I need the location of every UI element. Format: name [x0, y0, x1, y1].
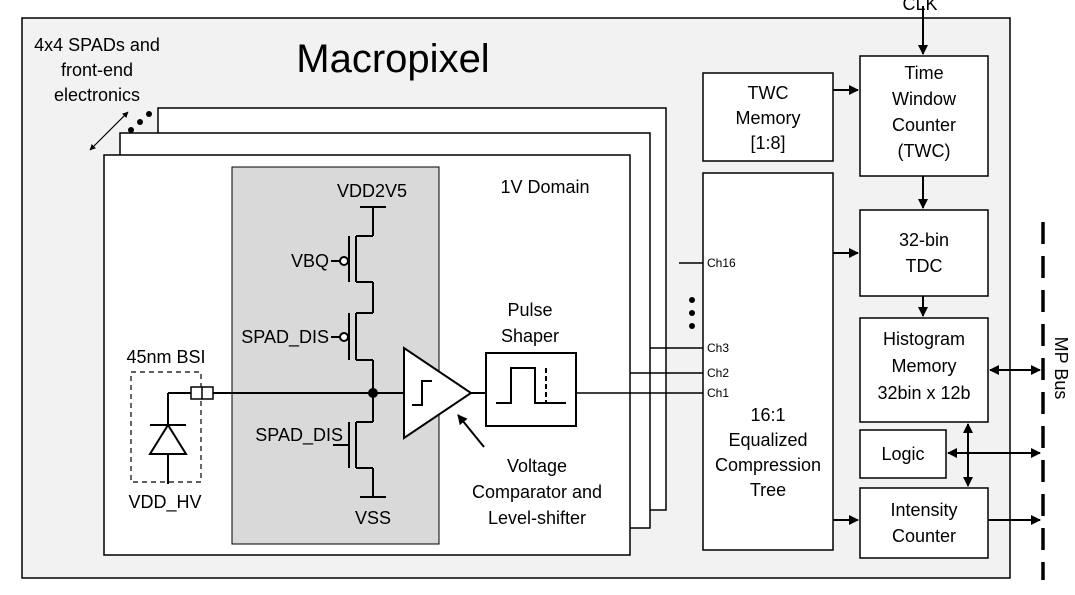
mp-bus-label: MP Bus: [1051, 337, 1071, 400]
vdd2v5-label: VDD2V5: [337, 181, 407, 201]
twc-memory-block: [702, 72, 834, 162]
vbq-label: VBQ: [291, 251, 329, 271]
domain-1v-label: 1V Domain: [500, 177, 589, 197]
twc-label-2: Window: [892, 89, 957, 109]
channel-label-ch3: Ch3: [707, 341, 729, 355]
twc-memory-label-3: [1:8]: [750, 133, 785, 153]
spads-note-line-1: 4x4 SPADs and: [34, 35, 160, 55]
channel-label-ch1: Ch1: [707, 386, 729, 400]
pulse-shaper-label-2: Shaper: [501, 326, 559, 346]
stack-depth-arrow: [89, 111, 129, 151]
intensity-counter-label-1: Intensity: [890, 500, 957, 520]
tdc-label-2: TDC: [906, 256, 943, 276]
pulse-shaper-block: [485, 352, 577, 427]
compression-tree-label-1: 16:1: [750, 405, 785, 425]
compression-tree-block: [702, 172, 834, 551]
vbq-gate-bubble-icon: [339, 256, 349, 266]
tdc-block: [859, 209, 989, 297]
macropixel-title: Macropixel: [296, 37, 489, 81]
compression-tree-label-4: Tree: [750, 480, 786, 500]
tdc-label-1: 32-bin: [899, 230, 949, 250]
channel-label-ch2: Ch2: [707, 366, 729, 380]
channel-ellipsis-icon: [689, 297, 695, 329]
spad-diode-icon: [148, 393, 188, 484]
comparator-pointer-arrow: [457, 414, 485, 448]
bsi-label: 45nm BSI: [126, 347, 205, 367]
logic-label: Logic: [881, 444, 924, 464]
schmitt-symbol-icon: [412, 380, 432, 406]
channel-wires: [576, 262, 703, 394]
sense-node-dot: [368, 388, 378, 398]
compression-tree-label-3: Compression: [715, 455, 821, 475]
signal-arrows: [833, 6, 1041, 525]
twc-memory-label-2: Memory: [735, 108, 800, 128]
spad-dis-top-label: SPAD_DIS: [241, 327, 329, 348]
time-window-counter-block: [859, 55, 989, 177]
histogram-memory-label-3: 32bin x 12b: [877, 383, 970, 403]
logic-block: [859, 429, 947, 479]
vss-label: VSS: [355, 508, 391, 528]
spad-dis-bottom-label: SPAD_DIS: [255, 425, 343, 446]
channel-label-ch16: Ch16: [707, 256, 736, 270]
comparator-label-2: Comparator and: [472, 482, 602, 502]
spad-dis-gate-bubble-icon: [339, 332, 349, 342]
intensity-counter-block: [859, 487, 989, 559]
histogram-memory-block: [859, 317, 989, 423]
histogram-memory-label-1: Histogram: [883, 329, 965, 349]
twc-label-3: Counter: [892, 115, 956, 135]
clk-label: CLK: [902, 0, 937, 14]
comparator-label-3: Level-shifter: [488, 508, 586, 528]
comparator-icon: [403, 346, 473, 440]
vdd-hv-label: VDD_HV: [128, 492, 201, 513]
histogram-memory-label-2: Memory: [891, 356, 956, 376]
pulse-waveform-icon: [496, 367, 566, 404]
twc-label-1: Time: [904, 63, 943, 83]
stack-dots-icon: [128, 111, 152, 133]
pulse-shaper-label-1: Pulse: [507, 300, 552, 320]
transistor-stack: [331, 206, 386, 498]
spads-note-line-2: front-end: [61, 60, 133, 80]
intensity-counter-label-2: Counter: [892, 526, 956, 546]
compression-tree-label-2: Equalized: [728, 430, 807, 450]
comparator-label-1: Voltage: [507, 456, 567, 476]
spads-note-line-3: electronics: [54, 85, 140, 105]
twc-memory-label-1: TWC: [748, 83, 789, 103]
twc-label-4: (TWC): [898, 141, 951, 161]
